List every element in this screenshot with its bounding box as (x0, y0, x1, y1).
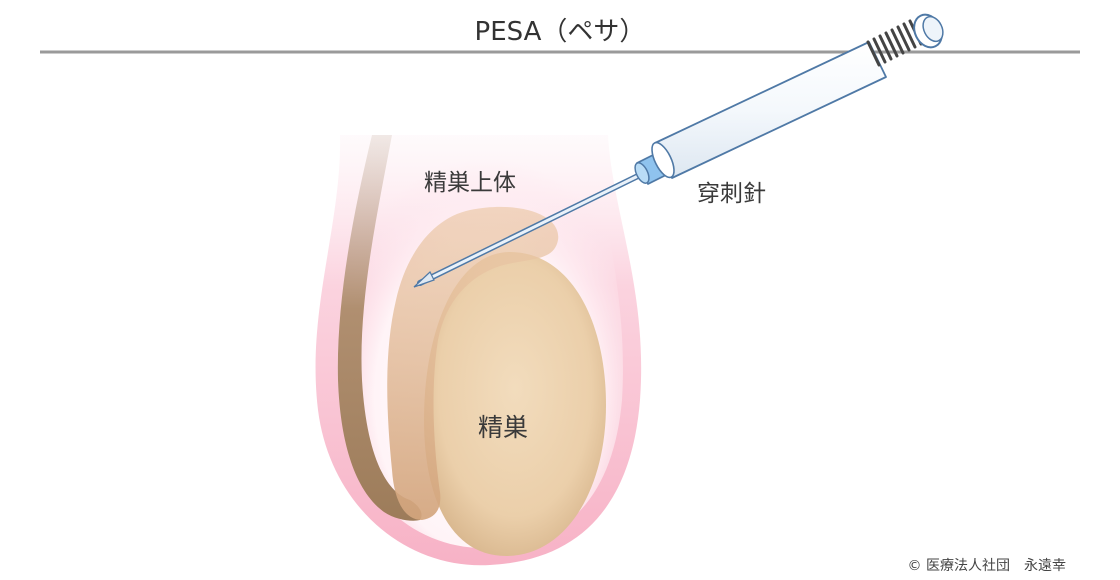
diagram-title: PESA（ペサ） (474, 17, 646, 47)
testis-shape (424, 252, 606, 556)
puncture-needle (413, 169, 649, 288)
epididymis-label: 精巣上体 (424, 170, 516, 196)
copyright-notice: © 医療法人社団 永遠幸 (907, 558, 1066, 574)
epididymis-shape (387, 206, 559, 521)
syringe (634, 13, 944, 185)
needle-label: 穿刺針 (697, 181, 766, 207)
testis-label: 精巣 (478, 413, 529, 442)
vas-deferens-shape (337, 135, 422, 521)
